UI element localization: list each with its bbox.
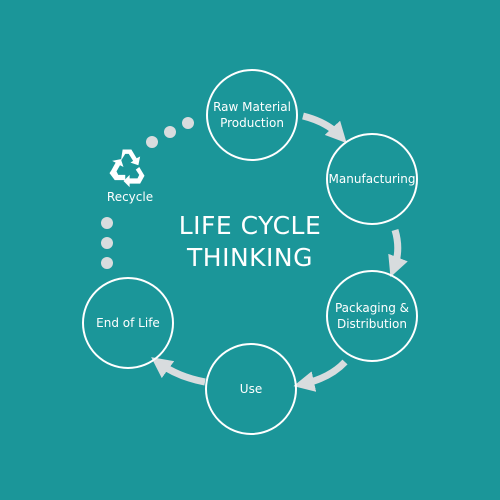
stage-label: Manufacturing: [328, 172, 416, 186]
recycle-label: Recycle: [106, 190, 154, 204]
arrow-packaging-to-use: [293, 359, 348, 392]
diagram-title: LIFE CYCLE THINKING: [150, 210, 350, 274]
stage-label: Packaging & Distribution: [334, 301, 410, 331]
arrow-use-to-end-of-life: [151, 357, 206, 386]
dot-recycle-raw-3: [182, 117, 194, 129]
stage-label: End of Life: [96, 316, 160, 330]
dot-eol-recycle-2: [101, 237, 113, 249]
recycle-icon: [109, 149, 145, 188]
dot-recycle-raw-1: [146, 136, 158, 148]
stage-raw-material-production: Raw Material Production: [206, 69, 298, 161]
title-line-2: THINKING: [187, 243, 313, 272]
stage-manufacturing: Manufacturing: [326, 133, 418, 225]
stage-label: Use: [239, 382, 263, 396]
dot-recycle-raw-2: [164, 126, 176, 138]
stage-label: Raw Material Production: [213, 100, 291, 130]
stage-end-of-life: End of Life: [82, 277, 174, 369]
arrow-manufacturing-to-packaging: [388, 228, 408, 278]
arrow-raw-to-manufacturing: [302, 112, 347, 144]
dot-eol-recycle-1: [101, 257, 113, 269]
stage-use: Use: [205, 343, 297, 435]
dot-eol-recycle-3: [101, 217, 113, 229]
title-line-1: LIFE CYCLE: [178, 211, 322, 240]
stage-packaging-distribution: Packaging & Distribution: [326, 270, 418, 362]
